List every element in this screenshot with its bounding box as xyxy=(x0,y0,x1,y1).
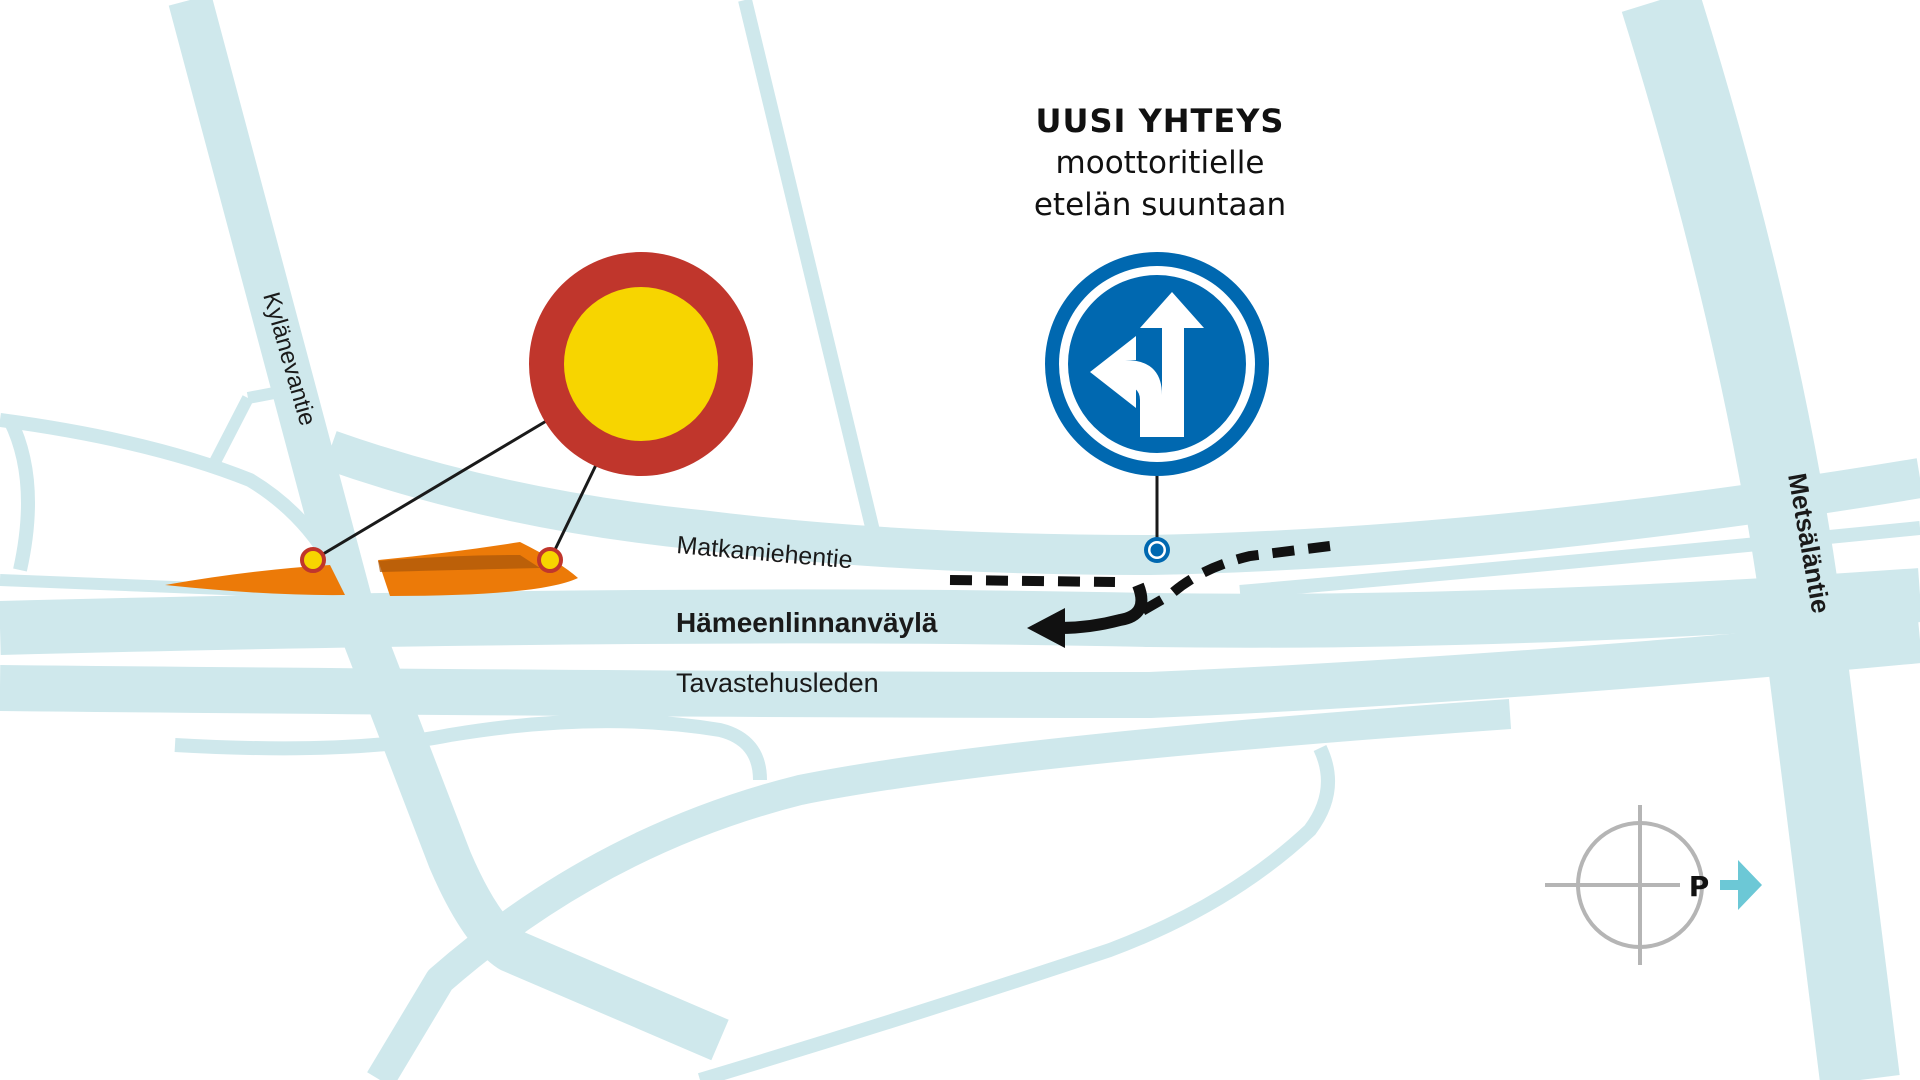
compass-letter: P xyxy=(1689,870,1710,903)
info-subtitle-line1: moottoritielle xyxy=(1055,145,1265,181)
closure-area-west xyxy=(165,565,345,596)
info-title: UUSI YHTEYS xyxy=(1035,102,1285,140)
north-compass-icon: P xyxy=(1545,805,1762,965)
road-loop-west xyxy=(3,416,35,572)
detour-dashed-lower xyxy=(1127,541,1331,623)
info-subtitle-line2: etelän suuntaan xyxy=(1033,187,1287,223)
road-kylanevantie xyxy=(168,0,729,1061)
road-north-thin xyxy=(738,0,887,562)
closure-pointers xyxy=(312,418,598,562)
detour-arrow-icon xyxy=(949,541,1331,634)
road-south-service xyxy=(174,714,767,781)
road-branch-west xyxy=(209,395,254,465)
road-hameenlinnanvayla xyxy=(0,568,1920,655)
road-matkamiehentie xyxy=(323,431,1920,575)
road-frontage-west xyxy=(0,413,337,564)
compass-arrow-icon xyxy=(1720,860,1762,910)
straight-or-left-sign-icon xyxy=(1045,252,1269,540)
road-branch-north xyxy=(246,384,292,404)
closure-area-shadow xyxy=(378,555,540,572)
direction-sign-location-icon xyxy=(1144,537,1170,563)
road-tavastehusleden xyxy=(0,617,1920,718)
info-headline: UUSI YHTEYS moottoritielle etelän suunta… xyxy=(960,100,1360,226)
detour-arrow-curve xyxy=(1055,582,1148,634)
road-south-main xyxy=(367,699,1512,1080)
no-vehicles-sign-icon xyxy=(529,252,753,476)
road-south-east xyxy=(697,744,1335,1080)
label-hameenlinnanvayla: Hämeenlinnanväylä xyxy=(676,607,938,638)
closure-pointer-left xyxy=(312,418,549,562)
detour-dashed-upper xyxy=(949,575,1116,587)
detour-arrow-head xyxy=(1027,608,1065,648)
closure-area xyxy=(165,542,578,596)
label-tavastehusleden: Tavastehusleden xyxy=(676,668,879,698)
closure-point-left xyxy=(300,547,326,573)
road-ramp-east xyxy=(1239,521,1920,599)
closure-point-right xyxy=(537,547,563,573)
closure-pointer-right xyxy=(548,464,598,561)
